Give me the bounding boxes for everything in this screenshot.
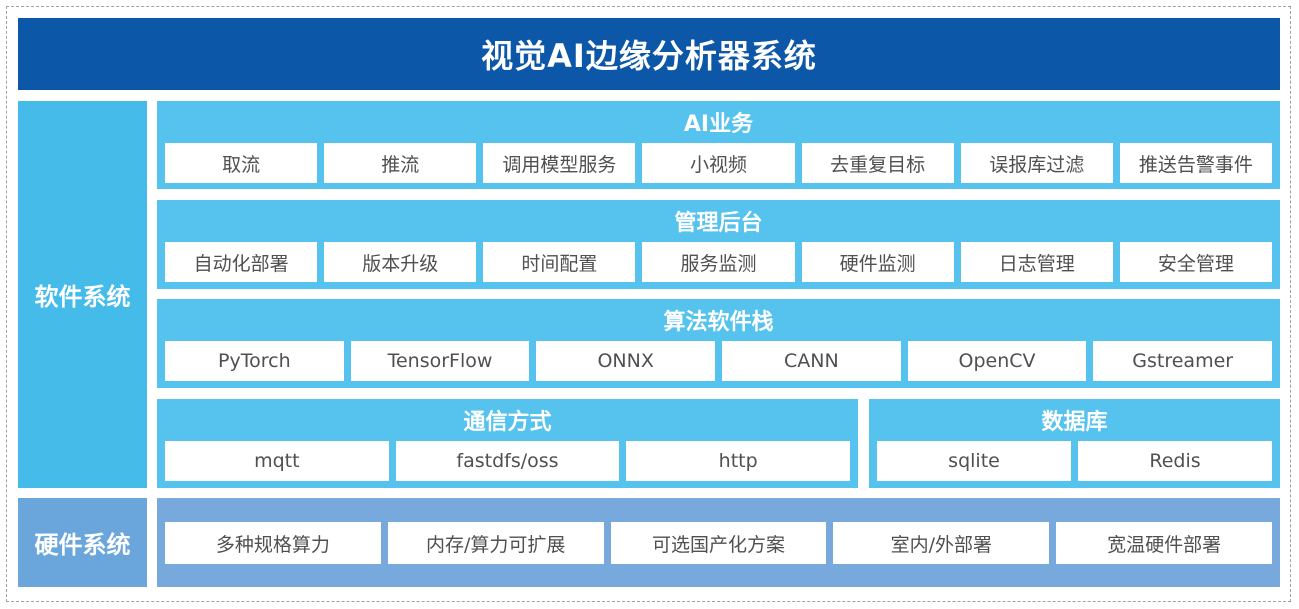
algorithm-stack-item: CANN (722, 341, 901, 381)
ai-business-item: 推送告警事件 (1119, 143, 1272, 183)
ai-business-title: AI业务 (683, 112, 754, 137)
management-title: 管理后台 (674, 211, 763, 236)
communication-panel: 通信方式 mqtt fastdfs/oss http (157, 399, 858, 488)
hardware-panel: 多种规格算力 内存/算力可扩展 可选国产化方案 室内/外部署 宽温硬件部署 (157, 498, 1280, 587)
database-item: Redis (1078, 441, 1272, 481)
hardware-item: 宽温硬件部署 (1056, 522, 1272, 564)
algorithm-stack-item: PyTorch (165, 341, 344, 381)
diagram-frame (6, 6, 1291, 602)
ai-business-item: 误报库过滤 (960, 143, 1113, 183)
management-panel: 管理后台 自动化部署 版本升级 时间配置 服务监测 硬件监测 日志管理 安全管理 (157, 200, 1280, 289)
database-title: 数据库 (1041, 410, 1108, 435)
communication-item: fastdfs/oss (395, 441, 620, 481)
management-item: 时间配置 (483, 242, 636, 282)
algorithm-stack-item: ONNX (536, 341, 716, 381)
ai-business-panel: AI业务 取流 推流 调用模型服务 小视频 去重复目标 误报库过滤 推送告警事件 (157, 101, 1280, 189)
algorithm-stack-item: TensorFlow (350, 341, 530, 381)
hardware-system-label: 硬件系统 (18, 498, 147, 587)
ai-business-item: 推流 (324, 143, 477, 183)
communication-item: http (626, 441, 851, 481)
management-item: 硬件监测 (801, 242, 954, 282)
management-item: 版本升级 (324, 242, 477, 282)
ai-business-item: 去重复目标 (801, 143, 954, 183)
algorithm-stack-item: OpenCV (907, 341, 1087, 381)
ai-business-item: 调用模型服务 (483, 143, 636, 183)
algorithm-stack-item: Gstreamer (1093, 341, 1273, 381)
ai-business-item: 取流 (165, 143, 318, 183)
database-panel: 数据库 sqlite Redis (869, 399, 1280, 488)
hardware-item: 可选国产化方案 (610, 522, 827, 564)
ai-business-item: 小视频 (642, 143, 795, 183)
management-item: 安全管理 (1119, 242, 1272, 282)
hardware-item: 室内/外部署 (833, 522, 1050, 564)
management-item: 服务监测 (642, 242, 795, 282)
hardware-item: 多种规格算力 (165, 522, 381, 564)
communication-item: mqtt (165, 441, 389, 481)
communication-title: 通信方式 (463, 410, 552, 435)
algorithm-stack-title: 算法软件栈 (663, 310, 774, 335)
management-item: 自动化部署 (165, 242, 318, 282)
management-item: 日志管理 (960, 242, 1113, 282)
database-item: sqlite (877, 441, 1071, 481)
algorithm-stack-panel: 算法软件栈 PyTorch TensorFlow ONNX CANN OpenC… (157, 299, 1280, 388)
diagram-title: 视觉AI边缘分析器系统 (18, 18, 1280, 90)
hardware-item: 内存/算力可扩展 (387, 522, 604, 564)
software-system-label: 软件系统 (18, 101, 147, 488)
